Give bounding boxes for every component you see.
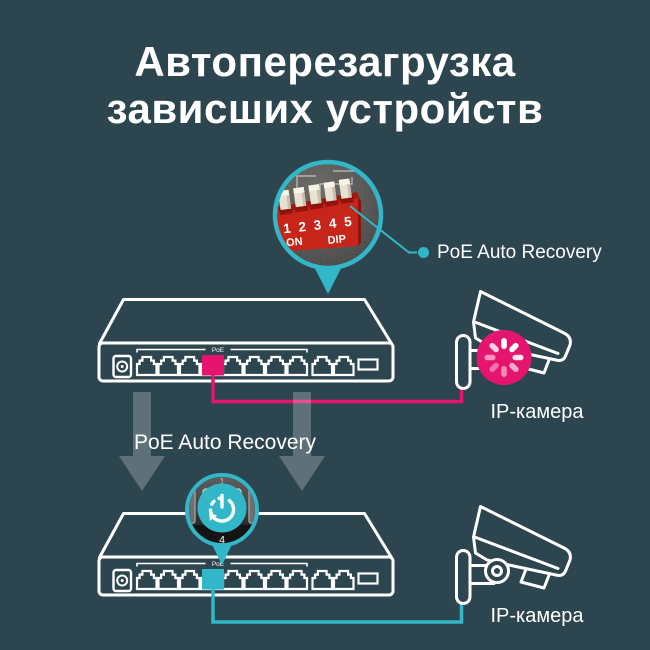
page-title: Автоперезагрузка зависших устройств — [0, 38, 650, 132]
dip-number-3: 3 — [313, 217, 323, 233]
down-arrow-right — [279, 392, 325, 491]
recovery-port-number: 4 — [219, 534, 225, 546]
dip-number-5: 5 — [343, 214, 353, 230]
restart-icon — [197, 483, 247, 533]
down-arrow-left — [119, 392, 165, 491]
frozen-poe-port — [202, 355, 224, 376]
restart-port-magnifier: 1 4 — [185, 473, 259, 565]
callout-leader-line — [349, 205, 417, 254]
poe-cable-recovered — [211, 580, 464, 624]
poe-group-label-top: PoE — [212, 347, 225, 354]
port-row-number: 1 — [220, 477, 225, 486]
dip-dip-label: DIP — [327, 233, 346, 247]
poe-group-label-bottom: PoE — [212, 561, 225, 568]
title-line-2: зависших устройств — [106, 85, 544, 132]
dip-switch-block: 1 2 3 4 5 ↓ON DIP — [277, 178, 361, 252]
poe-auto-recovery-callout: PoE Auto Recovery — [437, 242, 602, 263]
ip-camera-label-top: IP-камера — [490, 401, 584, 423]
poe-auto-recovery-label: PoE Auto Recovery — [133, 431, 317, 454]
dip-number-2: 2 — [298, 219, 307, 235]
recovered-poe-port — [202, 569, 224, 590]
down-arrows — [119, 392, 325, 491]
network-switch-bottom: PoE — [99, 514, 393, 596]
ip-camera-bottom — [455, 505, 572, 605]
ip-camera-label-bottom: IP-камера — [490, 605, 584, 627]
frozen-spinner-icon — [476, 330, 532, 385]
dip-number-1: 1 — [283, 221, 293, 237]
network-switch-top: PoE — [99, 300, 393, 382]
dip-levers — [277, 178, 354, 216]
dip-switch-magnifier: 1 2 3 4 5 ↓ON DIP — [272, 159, 429, 294]
dip-number-4: 4 — [328, 216, 338, 232]
callout-dot — [418, 247, 429, 258]
title-line-1: Автоперезагрузка — [134, 38, 516, 85]
poe-cable-frozen — [211, 366, 464, 404]
